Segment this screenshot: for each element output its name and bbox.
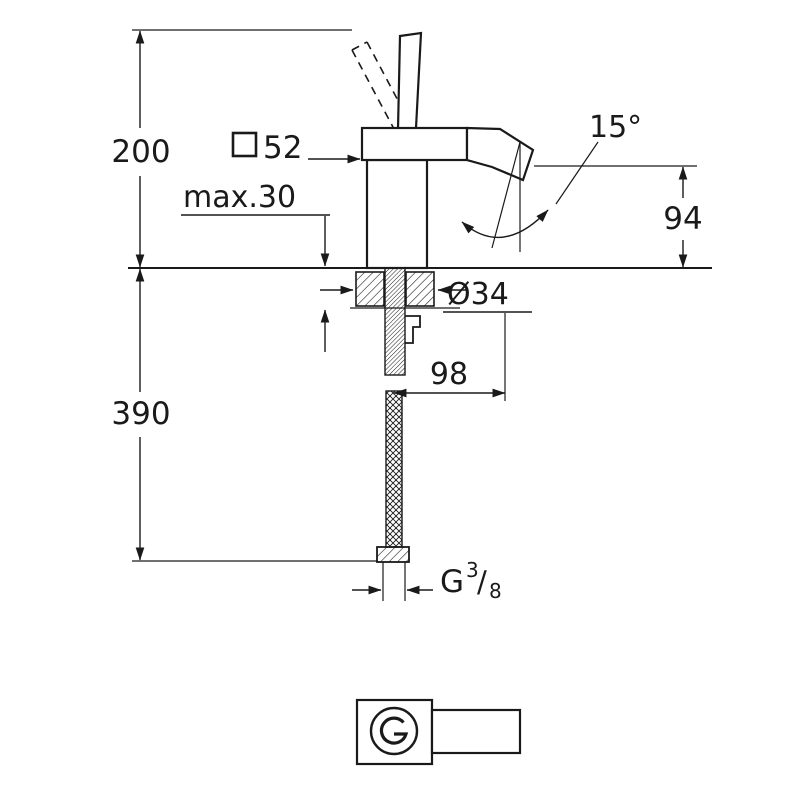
- dim-15deg-label: 15°: [589, 110, 642, 145]
- dim-height-below-deck: 390: [111, 268, 378, 562]
- hose-connector: [376, 546, 410, 563]
- plan-view: [355, 698, 522, 766]
- mounting-clip: [405, 315, 421, 344]
- mounting-nut-right: [405, 271, 435, 307]
- dim-spout-angle: 15°: [461, 110, 642, 252]
- angle-leader: [555, 141, 599, 205]
- dim-thread-size: G 3 / 8: [352, 558, 502, 603]
- dim-390-label: 390: [111, 396, 170, 432]
- dim-94-label: 94: [663, 201, 702, 237]
- angle-arc: [461, 209, 549, 239]
- faucet-head: [360, 126, 469, 162]
- dim-spout-height: 94: [534, 165, 703, 268]
- dim-body-square: 52: [231, 130, 361, 166]
- plan-view-lever: [430, 708, 522, 755]
- dim-hole-diameter: Ø34: [320, 277, 532, 313]
- plan-view-handle-mark: [379, 716, 409, 745]
- dim-98-label: 98: [430, 357, 468, 392]
- dim-hose-offset: 98: [393, 313, 506, 401]
- dim-height-above-deck: 200: [111, 29, 352, 268]
- plan-view-handle-ring: [369, 706, 419, 756]
- faucet-spout: [465, 126, 535, 182]
- supply-hose: [385, 390, 403, 548]
- dim-200-label: 200: [111, 134, 170, 170]
- faucet-body: [365, 158, 429, 270]
- dim-d34-label: Ø34: [447, 277, 509, 312]
- dim-52-label: 52: [263, 130, 302, 166]
- threaded-shank: [384, 267, 406, 376]
- dim-g38-label: G 3 / 8: [440, 558, 502, 603]
- faucet-lever: [396, 31, 423, 131]
- dim-max30-label: max.30: [183, 180, 296, 215]
- faucet-lever-dashed: [351, 41, 413, 130]
- dim-deck-thickness: max.30: [181, 180, 330, 352]
- square-symbol: [231, 131, 258, 158]
- mounting-nut-left: [355, 271, 385, 307]
